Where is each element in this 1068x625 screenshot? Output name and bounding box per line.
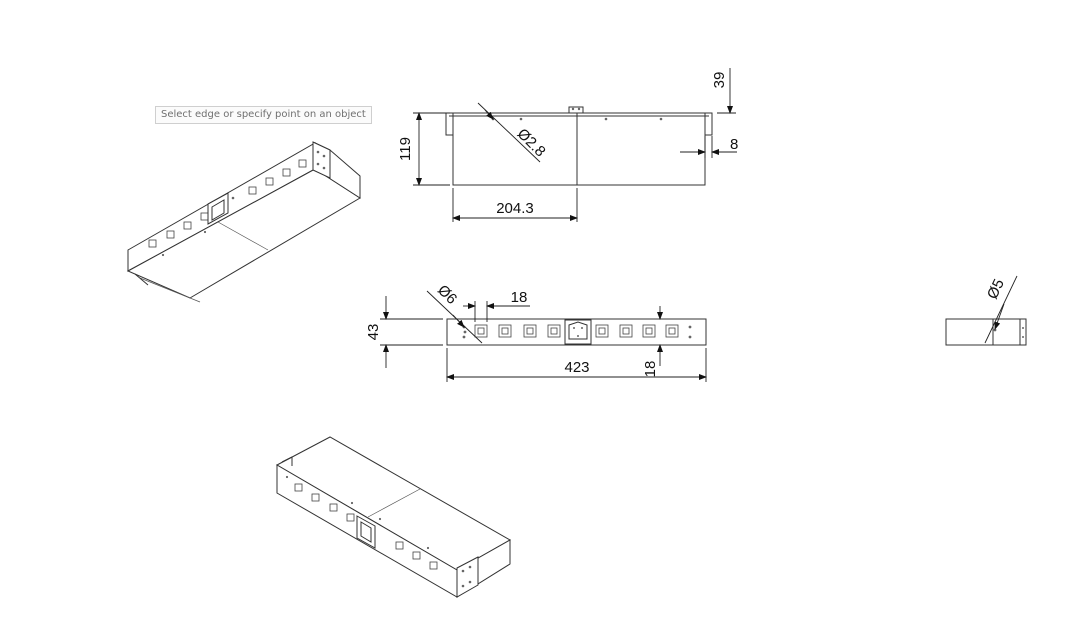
command-tooltip: Select edge or specify point on an objec… bbox=[155, 106, 372, 124]
dim-flange-width: 8 bbox=[730, 136, 738, 153]
top-view-dimensions bbox=[413, 68, 737, 222]
top-view[interactable] bbox=[445, 106, 713, 186]
dim-hole-front: Ø6 bbox=[434, 282, 460, 308]
dim-flange-top: 39 bbox=[711, 72, 728, 89]
dim-height-43: 43 bbox=[365, 324, 382, 341]
isometric-view-bottom[interactable] bbox=[275, 436, 512, 598]
side-view[interactable] bbox=[945, 318, 1027, 346]
dim-length-423: 423 bbox=[564, 359, 589, 376]
dim-height-119: 119 bbox=[397, 137, 414, 161]
side-view-dimensions bbox=[984, 275, 1018, 344]
dim-hole-side: Ø5 bbox=[984, 276, 1008, 301]
isometric-view-top-left[interactable] bbox=[126, 141, 361, 303]
front-view[interactable] bbox=[446, 318, 707, 346]
front-view-dimensions bbox=[380, 290, 707, 382]
dim-half-length: 204.3 bbox=[496, 200, 534, 217]
dim-pitch-18: 18 bbox=[511, 289, 528, 306]
dim-end-offset-18: 18 bbox=[642, 361, 659, 378]
